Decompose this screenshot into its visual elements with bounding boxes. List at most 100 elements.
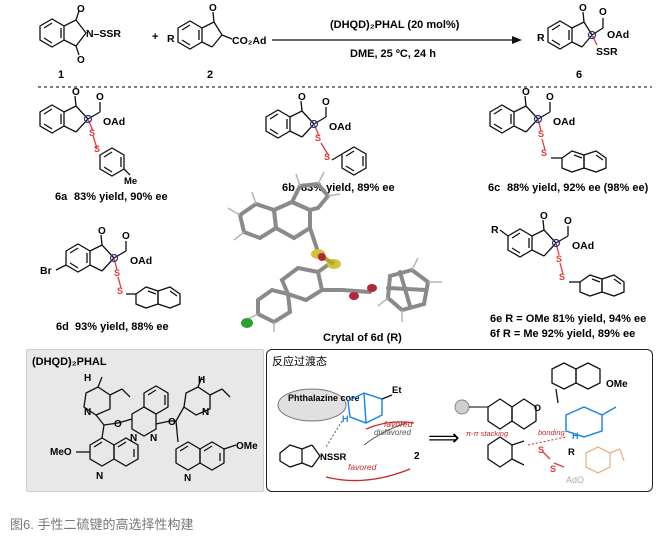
transition-state-diagram: 反应过渡态 Phthalazine core Et H NSSR disfavo… <box>272 354 628 485</box>
ts-ome: OMe <box>606 379 628 390</box>
6c-s2: S <box>541 148 547 158</box>
ts-implies-arrow: ⟹ <box>428 425 460 450</box>
6c-yield: 88% yield, 92% ee (98% ee) <box>507 182 649 194</box>
cat-h2: H <box>198 375 205 386</box>
conditions-label: DME, 25 ºC, 24 h <box>350 48 436 60</box>
ts-s1: S <box>538 445 544 455</box>
ts-ado: AdO <box>566 475 584 485</box>
6c-s1: S <box>538 129 544 139</box>
6a-oad: OAd <box>103 116 125 128</box>
reaction-arrowhead <box>512 36 522 44</box>
ts-phthalazine: Phthalazine core <box>288 393 360 403</box>
stereocenter-6c <box>533 114 543 124</box>
6c-o2: O <box>546 92 554 103</box>
disulfide-6c <box>537 118 546 151</box>
6a-id: 6a <box>55 191 68 203</box>
cat-h1: H <box>84 373 91 384</box>
cat-n1: N <box>84 407 91 418</box>
product-6c-structure <box>489 95 607 173</box>
ts-reagent-2: 2 <box>414 451 420 462</box>
stereocenter-6b <box>309 119 319 129</box>
6a-o2: O <box>96 92 104 103</box>
product-6-r: R <box>537 32 545 44</box>
reagent-1-number: 1 <box>58 69 64 81</box>
product-6-ssr: SSR <box>596 46 618 58</box>
crystal-structure-image <box>227 171 442 332</box>
6a-o: O <box>72 87 80 98</box>
reagent-2-ester: CO₂Ad <box>232 35 266 47</box>
ts-disfavored: disfavored <box>374 428 411 437</box>
catalyst-label: (DHQD)₂PHAL (20 mol%) <box>330 19 460 31</box>
6f-line: 6f R = Me 92% yield, 89% ee <box>490 328 635 340</box>
disulfide-6e <box>555 242 564 275</box>
ts-favored-bottom: favored <box>348 462 377 472</box>
reagent-1-structure <box>39 10 87 56</box>
stereocenter-6d <box>109 253 119 263</box>
product-6-number: 6 <box>576 69 582 81</box>
catalyst-structure: (DHQD)₂PHAL H N O N N O H N MeO N OMe N <box>32 356 258 484</box>
cat-n2: N <box>130 433 137 444</box>
6d-s2: S <box>117 286 123 296</box>
6b-s2: S <box>324 152 330 162</box>
6d-yield: 93% yield, 88% ee <box>75 321 169 333</box>
ts-nssr: NSSR <box>320 452 347 463</box>
6b-oad: OAd <box>329 121 351 133</box>
cat-ome: OMe <box>236 441 258 452</box>
6d-id: 6d <box>56 321 69 333</box>
6e-s1: S <box>556 254 562 264</box>
ts-s2: S <box>550 464 556 474</box>
6e-line: 6e R = OMe 81% yield, 94% ee <box>490 313 646 325</box>
product-6b-structure <box>265 100 367 176</box>
catalyst-panel <box>26 349 264 492</box>
6a-s1: S <box>89 128 95 138</box>
cat-n5: N <box>96 471 103 482</box>
reagent-2-structure <box>177 11 233 50</box>
cat-n4: N <box>202 407 209 418</box>
6b-id: 6b <box>282 182 295 194</box>
plus-sign: + <box>152 31 158 43</box>
ts-h2: H <box>572 431 579 441</box>
6c-id: 6c <box>488 182 500 194</box>
ts-pi-stacking: π-π stacking <box>466 429 509 438</box>
figure-caption: 图6. 手性二硫键的高选择性构建 <box>10 517 194 532</box>
6e-o2: O <box>564 216 572 227</box>
product-6-ester: OAd <box>607 29 629 41</box>
6d-oad: OAd <box>130 255 152 267</box>
ts-r: R <box>568 447 575 458</box>
6a-yield: 83% yield, 90% ee <box>74 191 168 203</box>
ts-favored-top: favored <box>384 419 413 429</box>
reagent-1-o-bottom: O <box>77 55 85 66</box>
product-6a-structure <box>39 95 131 177</box>
ts-bonding: bonding <box>538 428 566 437</box>
product-6-structure <box>547 11 604 50</box>
reagent-2-o: O <box>209 3 217 14</box>
disulfide-6b <box>313 123 330 157</box>
6e-r: R <box>491 224 499 236</box>
product-6-stereocenter <box>587 30 597 40</box>
6b-o2: O <box>322 97 330 108</box>
6b-s1: S <box>315 133 321 143</box>
stereocenter-6a <box>83 114 93 124</box>
6e-o: O <box>540 211 548 222</box>
disulfide-6a <box>87 118 98 149</box>
product-6e-6f-structure <box>499 219 625 297</box>
6d-s1: S <box>114 268 120 278</box>
reagent-2-number: 2 <box>207 69 213 81</box>
cat-meo: MeO <box>50 447 72 458</box>
6a-substituent: Me <box>124 176 137 187</box>
ts-title: 反应过渡态 <box>272 354 327 368</box>
product-6d-structure <box>55 234 181 309</box>
6c-o: O <box>522 87 530 98</box>
6d-o2: O <box>122 231 130 242</box>
6d-o: O <box>98 226 106 237</box>
catalyst-title: (DHQD)₂PHAL <box>32 356 107 368</box>
ts-h-label: H <box>342 414 349 424</box>
6e-oad: OAd <box>572 240 594 252</box>
6a-s2: S <box>94 144 100 154</box>
6b-o: O <box>298 92 306 103</box>
6e-s2: S <box>559 272 565 282</box>
reagent-1-o-top: O <box>77 4 85 15</box>
reagent-2-r: R <box>167 33 175 45</box>
product-6-o: O <box>579 3 587 14</box>
6c-oad: OAd <box>553 116 575 128</box>
